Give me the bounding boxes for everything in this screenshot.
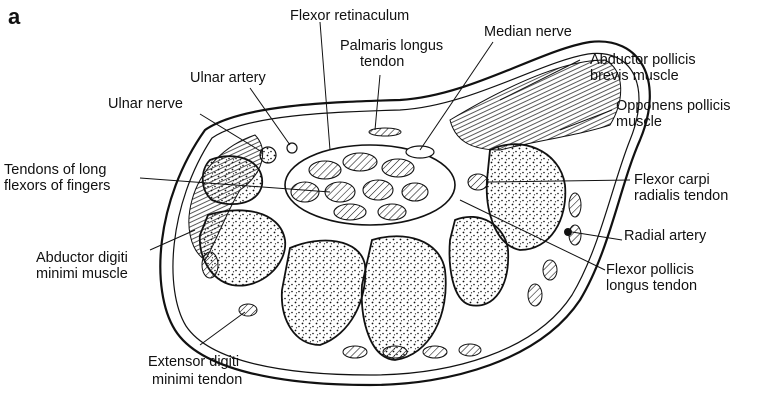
ulnar-artery <box>287 143 297 153</box>
label-flexor-pollicis-longus-line1: Flexor pollicis <box>606 262 694 278</box>
label-extensor-digiti-minimi-line1: Extensor digiti <box>148 354 239 370</box>
ulnar-nerve <box>260 147 276 163</box>
radial-artery <box>564 228 572 236</box>
label-opponens-pollicis-line2: muscle <box>616 114 662 130</box>
label-extensor-digiti-minimi-line2: minimi tendon <box>152 372 242 388</box>
label-palmaris-longus-line2: tendon <box>360 54 404 70</box>
carpal-bone-hamate-hook <box>203 156 262 204</box>
label-tendons-long-flexors-line2: flexors of fingers <box>4 178 110 194</box>
label-abductor-digiti-minimi-line2: minimi muscle <box>36 266 128 282</box>
label-palmaris-longus-line1: Palmaris longus <box>340 38 443 54</box>
label-ulnar-artery: Ulnar artery <box>190 70 266 86</box>
label-flexor-carpi-radialis-line2: radialis tendon <box>634 188 728 204</box>
flexor-carpi-radialis <box>468 174 488 190</box>
label-flexor-pollicis-longus-line2: longus tendon <box>606 278 697 294</box>
panel-letter: a <box>8 4 20 30</box>
label-flexor-retinaculum: Flexor retinaculum <box>290 8 409 24</box>
label-abductor-digiti-minimi-line1: Abductor digiti <box>36 250 128 266</box>
label-opponens-pollicis-line1: Opponens pollicis <box>616 98 730 114</box>
label-ulnar-nerve: Ulnar nerve <box>108 96 183 112</box>
label-abductor-pollicis-brevis-line1: Abductor pollicis <box>590 52 696 68</box>
label-flexor-carpi-radialis-line1: Flexor carpi <box>634 172 710 188</box>
label-abductor-pollicis-brevis-line2: brevis muscle <box>590 68 679 84</box>
label-radial-artery: Radial artery <box>624 228 706 244</box>
median-nerve <box>406 146 434 158</box>
palmaris-longus <box>369 128 401 136</box>
label-median-nerve: Median nerve <box>484 24 572 40</box>
label-tendons-long-flexors-line1: Tendons of long <box>4 162 106 178</box>
